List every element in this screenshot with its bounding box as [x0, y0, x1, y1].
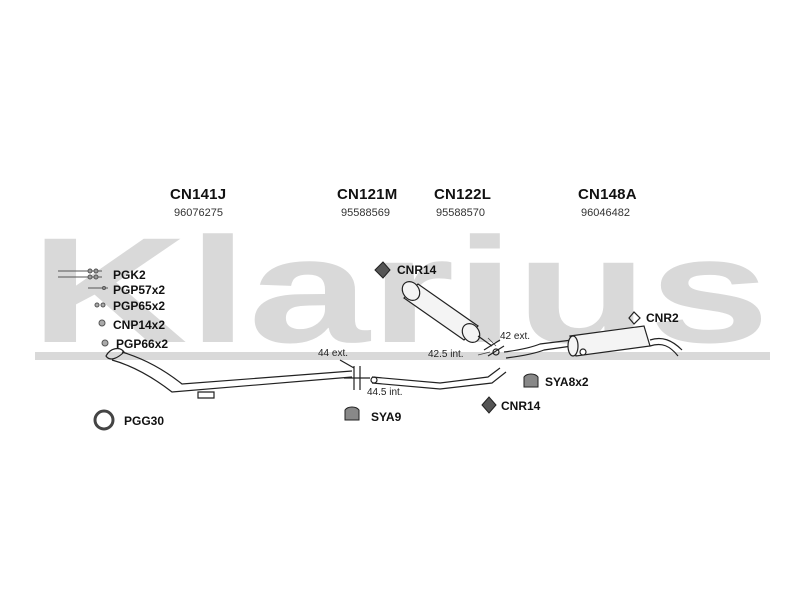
sya8-icon: [523, 373, 539, 388]
cnr14-top-icon: [374, 261, 391, 279]
cnr2-icon: [628, 311, 641, 325]
dimension-label-42-ext: 42 ext.: [500, 331, 531, 342]
joint-rear-drawing: [483, 339, 505, 357]
part-label-pgk2: PGK2: [113, 268, 146, 282]
sya9-icon: [344, 406, 360, 421]
dimension-leaders: [477, 337, 497, 356]
assembly-number-cn122l: 95588570: [436, 207, 485, 219]
part-label-pgp66: PGP66x2: [116, 337, 169, 351]
pgp65-icon: [94, 302, 106, 308]
assembly-number-cn121m: 95588569: [341, 207, 390, 219]
rear-silencer-drawing: [567, 325, 683, 357]
part-label-cnp14: CNP14x2: [113, 318, 166, 332]
assembly-number-cn141j: 96076275: [174, 207, 223, 219]
part-label-cnr2: CNR2: [646, 311, 679, 325]
dimension-label-42-5-int: 42.5 int.: [428, 349, 464, 360]
assembly-code-cn122l: CN122L: [434, 186, 492, 203]
part-label-sya8: SYA8x2: [545, 375, 589, 389]
assembly-code-cn141j: CN141J: [170, 186, 227, 203]
part-label-pgg30: PGG30: [124, 414, 165, 428]
assembly-code-cn121m: CN121M: [337, 186, 398, 203]
assembly-code-cn148a: CN148A: [578, 186, 637, 203]
part-label-sya9: SYA9: [371, 410, 402, 424]
dimension-label-44-5-int: 44.5 int.: [367, 387, 403, 398]
part-label-pgp65: PGP65x2: [113, 299, 166, 313]
intermediate-pipe-drawing: [371, 367, 507, 390]
centre-silencer-drawing: [401, 281, 493, 347]
rear-pipe-drawing: [503, 339, 573, 359]
cnr14-bottom-icon: [481, 396, 497, 414]
part-label-cnr14-bottom: CNR14: [501, 399, 541, 413]
pgp57-icon: [88, 286, 108, 290]
pgg30-icon: [93, 409, 115, 431]
pgp66-icon: [101, 339, 109, 347]
dimension-label-44-ext: 44 ext.: [318, 348, 349, 359]
assembly-number-cn148a: 96046482: [581, 207, 630, 219]
part-label-pgp57: PGP57x2: [113, 283, 166, 297]
part-label-cnr14-top: CNR14: [397, 263, 437, 277]
cnp14-icon: [98, 319, 106, 327]
front-pipe-drawing: [105, 347, 353, 399]
pgk2-icon: [58, 268, 102, 280]
watermark-logo: Klarius: [30, 206, 770, 374]
